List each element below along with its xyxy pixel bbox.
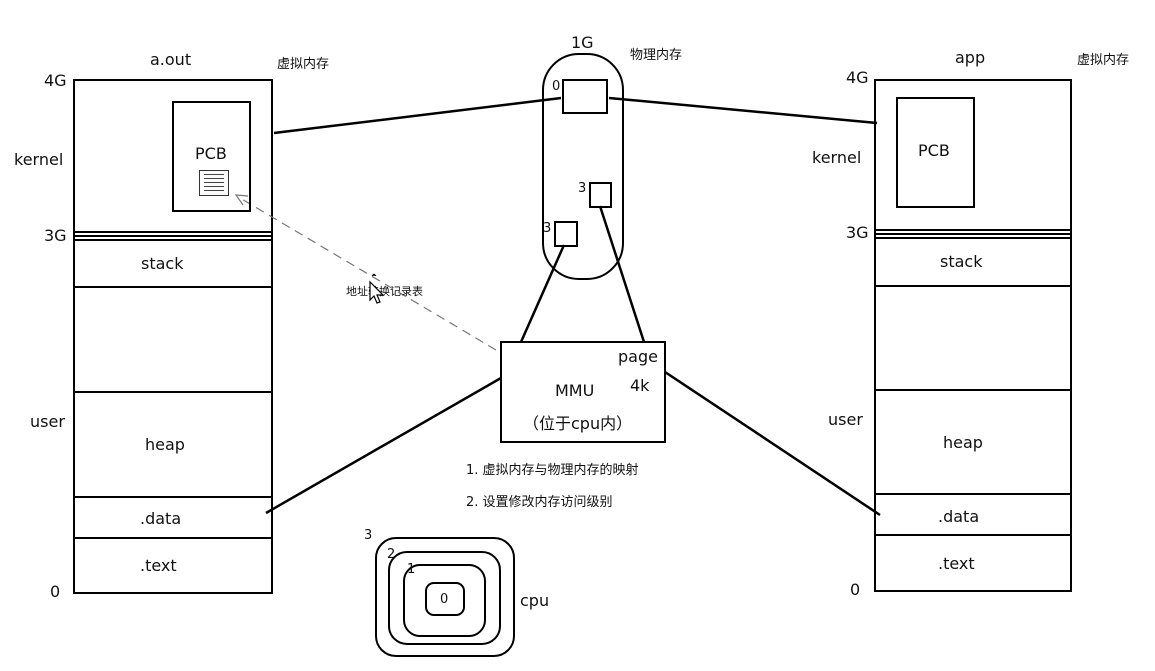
right-text-label: .text bbox=[938, 554, 975, 573]
right-addr-4g: 4G bbox=[846, 68, 869, 87]
cpu-rings bbox=[375, 537, 515, 657]
ring-1-label: 1 bbox=[407, 562, 416, 577]
connection-lines bbox=[265, 96, 881, 517]
right-addr-3g: 3G bbox=[846, 223, 869, 242]
right-heap-label: heap bbox=[943, 433, 983, 452]
right-user-label: user bbox=[828, 410, 863, 429]
physical-page-0-label: 0 bbox=[552, 79, 561, 94]
physical-page-lower bbox=[554, 221, 578, 247]
left-data-label: .data bbox=[140, 509, 182, 528]
right-vm-label: 虚拟内存 bbox=[1077, 53, 1130, 68]
dashed-arrow-head bbox=[234, 194, 249, 206]
physical-page-lower-label: 3 bbox=[543, 221, 552, 236]
address-table-dashed-line bbox=[239, 197, 497, 351]
right-addr-0: 0 bbox=[850, 580, 861, 599]
mmu-location: （位于cpu内） bbox=[523, 414, 633, 433]
ring-2-label: 2 bbox=[387, 547, 396, 562]
ring-0-label: 0 bbox=[440, 592, 449, 607]
physical-page-0 bbox=[562, 79, 608, 114]
right-kernel-label: kernel bbox=[812, 148, 862, 167]
right-memory-column bbox=[874, 79, 1072, 592]
dashed-line-label: 地址转换记录表 bbox=[346, 285, 423, 298]
left-kernel-label: kernel bbox=[14, 150, 64, 169]
ring-3-label: 3 bbox=[364, 528, 373, 543]
right-stack-label: stack bbox=[940, 252, 983, 271]
right-pcb-label: PCB bbox=[918, 141, 950, 160]
mmu-page-label: page bbox=[618, 347, 658, 366]
mmu-box bbox=[500, 341, 666, 443]
left-addr-4g: 4G bbox=[44, 71, 67, 90]
left-addr-3g: 3G bbox=[44, 226, 67, 245]
left-addr-0: 0 bbox=[50, 582, 61, 601]
left-heap-label: heap bbox=[145, 435, 185, 454]
physical-size-label: 1G bbox=[571, 33, 594, 52]
right-pcb-box bbox=[896, 97, 975, 208]
mmu-page-size: 4k bbox=[630, 376, 650, 395]
left-pcb-label: PCB bbox=[195, 144, 227, 163]
left-memory-column bbox=[73, 79, 273, 594]
left-vm-label: 虚拟内存 bbox=[277, 57, 330, 72]
right-title: app bbox=[955, 48, 986, 67]
note-access-level: 2. 设置修改内存访问级别 bbox=[466, 495, 613, 510]
left-text-label: .text bbox=[140, 556, 177, 575]
cpu-label: cpu bbox=[520, 591, 550, 610]
left-stack-label: stack bbox=[141, 254, 184, 273]
mmu-name: MMU bbox=[555, 381, 595, 400]
physical-memory-label: 物理内存 bbox=[630, 48, 683, 63]
note-mapping: 1. 虚拟内存与物理内存的映射 bbox=[466, 463, 639, 478]
left-pcb-box bbox=[172, 101, 251, 212]
document-icon bbox=[199, 170, 229, 196]
left-user-label: user bbox=[30, 412, 65, 431]
physical-page-upper-label: 3 bbox=[578, 181, 587, 196]
mouse-cursor-icon bbox=[369, 273, 385, 304]
physical-memory-capsule bbox=[542, 53, 624, 280]
left-title: a.out bbox=[150, 50, 192, 69]
right-data-label: .data bbox=[938, 507, 980, 526]
physical-page-upper bbox=[589, 182, 612, 208]
